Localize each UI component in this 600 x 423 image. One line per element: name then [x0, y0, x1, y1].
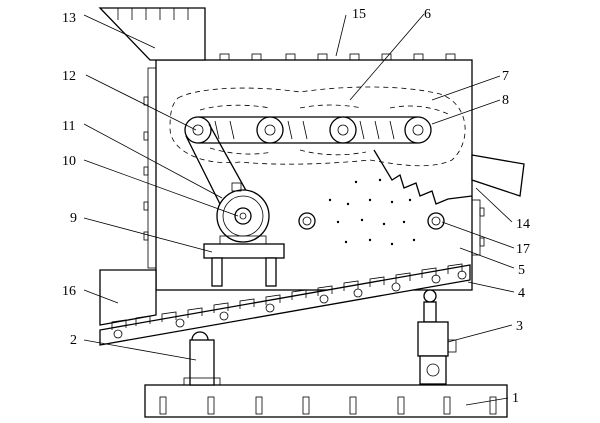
callout-14: 14: [516, 217, 530, 232]
motor-stand: [203, 243, 285, 287]
crushing-rollers: [184, 116, 432, 144]
feed-hopper: [98, 7, 206, 61]
callout-4: 4: [518, 286, 525, 301]
callout-7: 7: [502, 69, 509, 84]
callout-8: 8: [502, 93, 509, 108]
callout-9: 9: [70, 211, 77, 226]
callout-15: 15: [352, 7, 366, 22]
callout-13: 13: [62, 11, 76, 26]
inclined-conveyor: [99, 263, 471, 349]
callouts: 13 15 6 7 8 12 11 10 9 16 2 14 17 5 4 3 …: [62, 7, 530, 406]
callout-11: 11: [62, 119, 75, 134]
callout-2: 2: [70, 333, 77, 348]
callout-17: 17: [516, 242, 530, 257]
drive-motor: [216, 182, 270, 245]
main-housing: [143, 53, 485, 291]
callout-3: 3: [516, 319, 523, 334]
chain-belt: [184, 116, 432, 144]
callout-6: 6: [424, 7, 431, 22]
discharge-guide: [373, 149, 525, 205]
callout-5: 5: [518, 263, 525, 278]
lift-motor: [417, 289, 457, 385]
leader-lines: [83, 13, 515, 406]
screen-plate: [298, 178, 445, 246]
callout-16: 16: [62, 284, 76, 299]
callout-12: 12: [62, 69, 76, 84]
callout-1: 1: [512, 391, 519, 406]
crushing-chamber: [169, 86, 466, 167]
callout-10: 10: [62, 154, 76, 169]
base-frame: [144, 384, 508, 418]
support-leg: [183, 339, 221, 386]
